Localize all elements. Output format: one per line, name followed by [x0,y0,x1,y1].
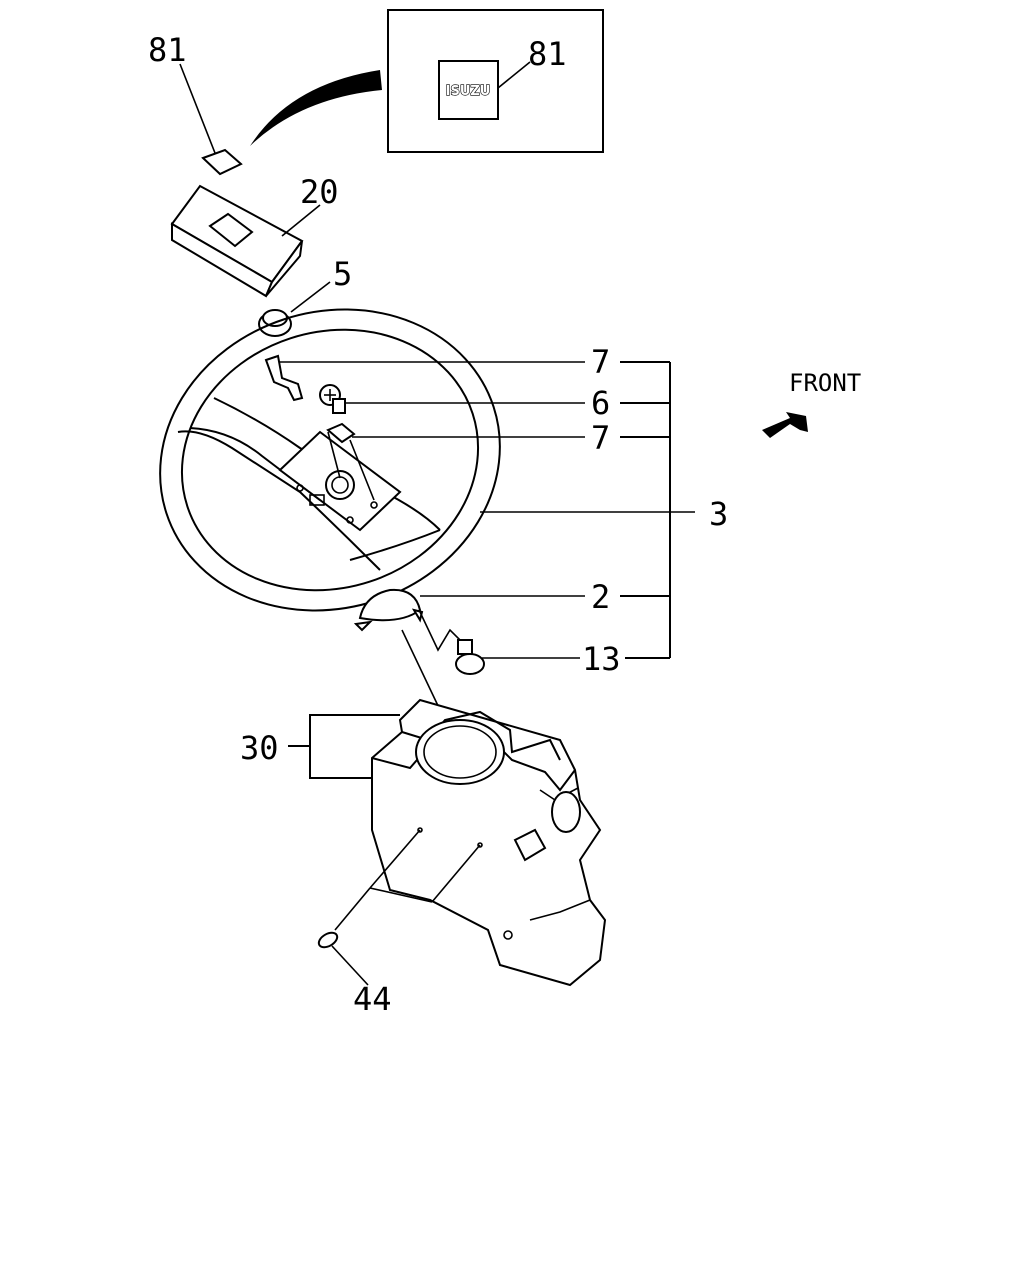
callout-emblem: 81 [148,31,187,69]
emblem-part: 81 [148,31,243,176]
screw-part [319,384,346,414]
front-direction-indicator: FRONT [762,369,861,438]
callout-horn-switch: 13 [582,640,621,678]
ring-part [353,588,424,632]
emblem-logo-text: ISUZU [446,84,491,99]
callout-ring: 2 [591,578,610,616]
plate-mid-part [326,422,356,444]
horn-pad-part: 20 [170,173,339,298]
nut-part: 5 [258,255,352,337]
callout-nut: 5 [333,255,352,293]
callout-horn-pad: 20 [300,173,339,211]
callout-cover-screw: 44 [353,980,392,1018]
plate-top-part [264,354,304,402]
callout-plate-top: 7 [591,343,610,381]
callout-emblem-detail: 81 [528,35,567,73]
callout-wheel-assembly: 3 [709,495,728,533]
cover-screw-part: 44 [317,829,481,1018]
emblem-detail-inset: ISUZU 81 [387,9,604,153]
front-arrow-icon [762,412,808,438]
front-label: FRONT [789,369,861,397]
callout-column-cover: 30 [240,729,279,767]
wheel-assembly-bracket: 7 6 7 3 2 13 [280,343,728,678]
inset-pointer-arc [250,70,382,146]
callout-plate-mid: 7 [591,419,610,457]
callout-screw: 6 [591,384,610,422]
column-cover-part: 30 [240,698,607,987]
horn-switch-part [419,611,485,675]
